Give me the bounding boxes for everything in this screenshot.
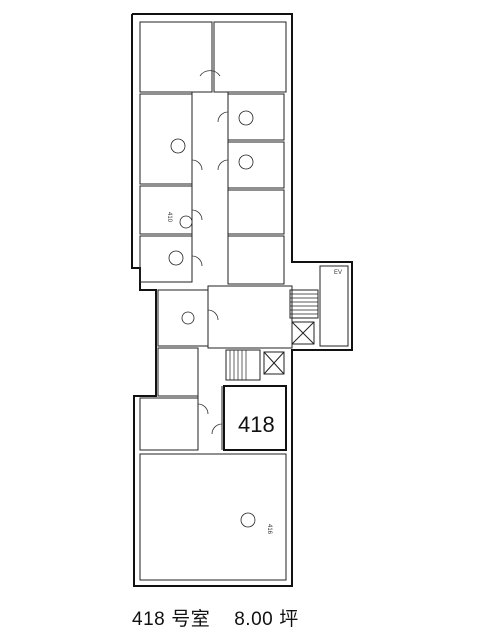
room-left-1 <box>139 93 193 185</box>
room-marker <box>238 110 254 126</box>
stair-core-upper <box>289 289 319 319</box>
room-marker <box>179 215 193 229</box>
annex-room <box>319 265 349 347</box>
caption-room-number: 418 <box>132 609 166 630</box>
room-marker <box>170 138 186 154</box>
caption-area-value: 8.00 <box>234 609 274 630</box>
room-marker <box>168 250 184 266</box>
room-right-1 <box>227 93 285 141</box>
caption-room-suffix: 号室 <box>171 609 211 630</box>
room-marker <box>181 311 195 325</box>
room-416 <box>139 453 287 581</box>
ev-label: EV <box>334 270 342 276</box>
room-right-2 <box>227 141 285 189</box>
room-right-4 <box>227 235 285 285</box>
room-410-label: 410 <box>166 212 172 223</box>
caption-area-unit: 坪 <box>279 609 299 630</box>
outer-wall <box>131 13 353 587</box>
room-top-left <box>139 21 213 93</box>
room-right-3 <box>227 189 285 235</box>
elevator-upper <box>291 321 315 345</box>
room-top-right <box>213 21 287 93</box>
lobby <box>207 285 293 349</box>
room-left-3 <box>139 235 193 283</box>
room-marker <box>240 512 256 528</box>
room-left-5 <box>157 347 199 397</box>
room-418-label: 418 <box>238 412 275 437</box>
stair-core-lower <box>225 349 261 381</box>
room-marker <box>238 154 254 170</box>
room-416-label: 416 <box>266 524 272 535</box>
elevator-lower <box>263 351 285 375</box>
room-lower-left <box>139 397 199 451</box>
room-418 <box>223 385 287 451</box>
